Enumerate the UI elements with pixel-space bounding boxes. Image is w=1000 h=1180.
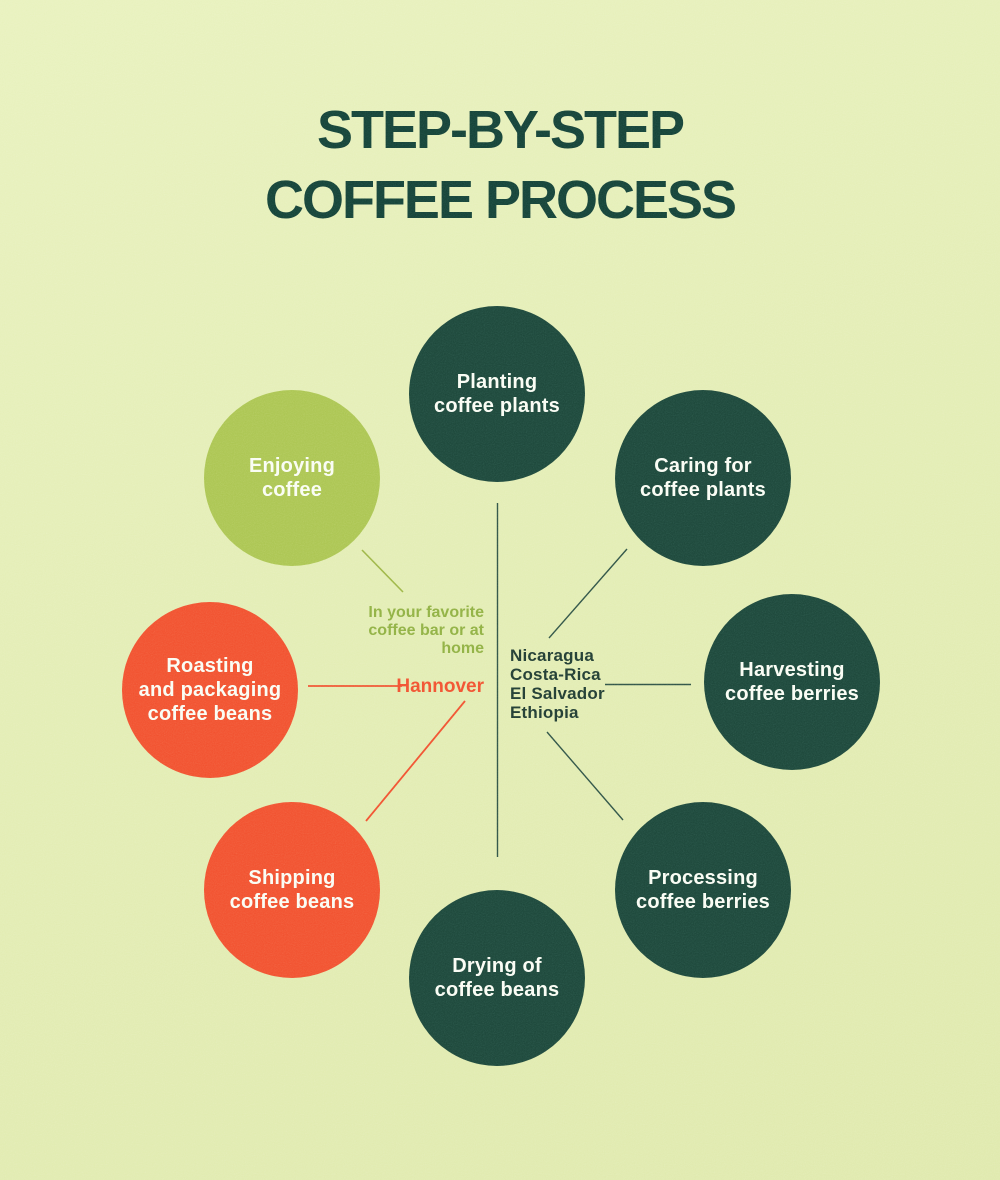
connector-processing-line — [546, 731, 624, 821]
step-label-shipping: Shipping coffee beans — [229, 867, 355, 913]
roasting-city-note: Hannover — [396, 676, 484, 697]
step-label-caring: Caring for coffee plants — [640, 455, 766, 501]
step-label-planting: Planting coffee plants — [434, 371, 560, 417]
connector-caring-line — [548, 548, 628, 639]
step-label-roasting: Roasting and packaging coffee beans — [138, 655, 282, 725]
step-label-drying: Drying of coffee beans — [434, 955, 560, 1001]
step-circle-harvesting: Harvesting coffee berries — [704, 594, 880, 770]
connector-shipping-line — [365, 700, 466, 822]
step-circle-caring: Caring for coffee plants — [615, 390, 791, 566]
step-circle-processing: Processing coffee berries — [615, 802, 791, 978]
step-circle-enjoying: Enjoying coffee — [204, 390, 380, 566]
enjoying-location-note: In your favorite coffee bar or at home — [368, 604, 484, 657]
step-circle-drying: Drying of coffee beans — [409, 890, 585, 1066]
origin-countries-list: Nicaragua Costa-Rica El Salvador Ethiopi… — [510, 646, 605, 722]
step-circle-roasting: Roasting and packaging coffee beans — [122, 602, 298, 778]
step-circle-planting: Planting coffee plants — [409, 306, 585, 482]
connector-enjoying-line — [361, 549, 404, 593]
step-circle-shipping: Shipping coffee beans — [204, 802, 380, 978]
step-label-harvesting: Harvesting coffee berries — [725, 659, 859, 705]
step-label-processing: Processing coffee berries — [636, 867, 770, 913]
step-label-enjoying: Enjoying coffee — [248, 455, 336, 501]
